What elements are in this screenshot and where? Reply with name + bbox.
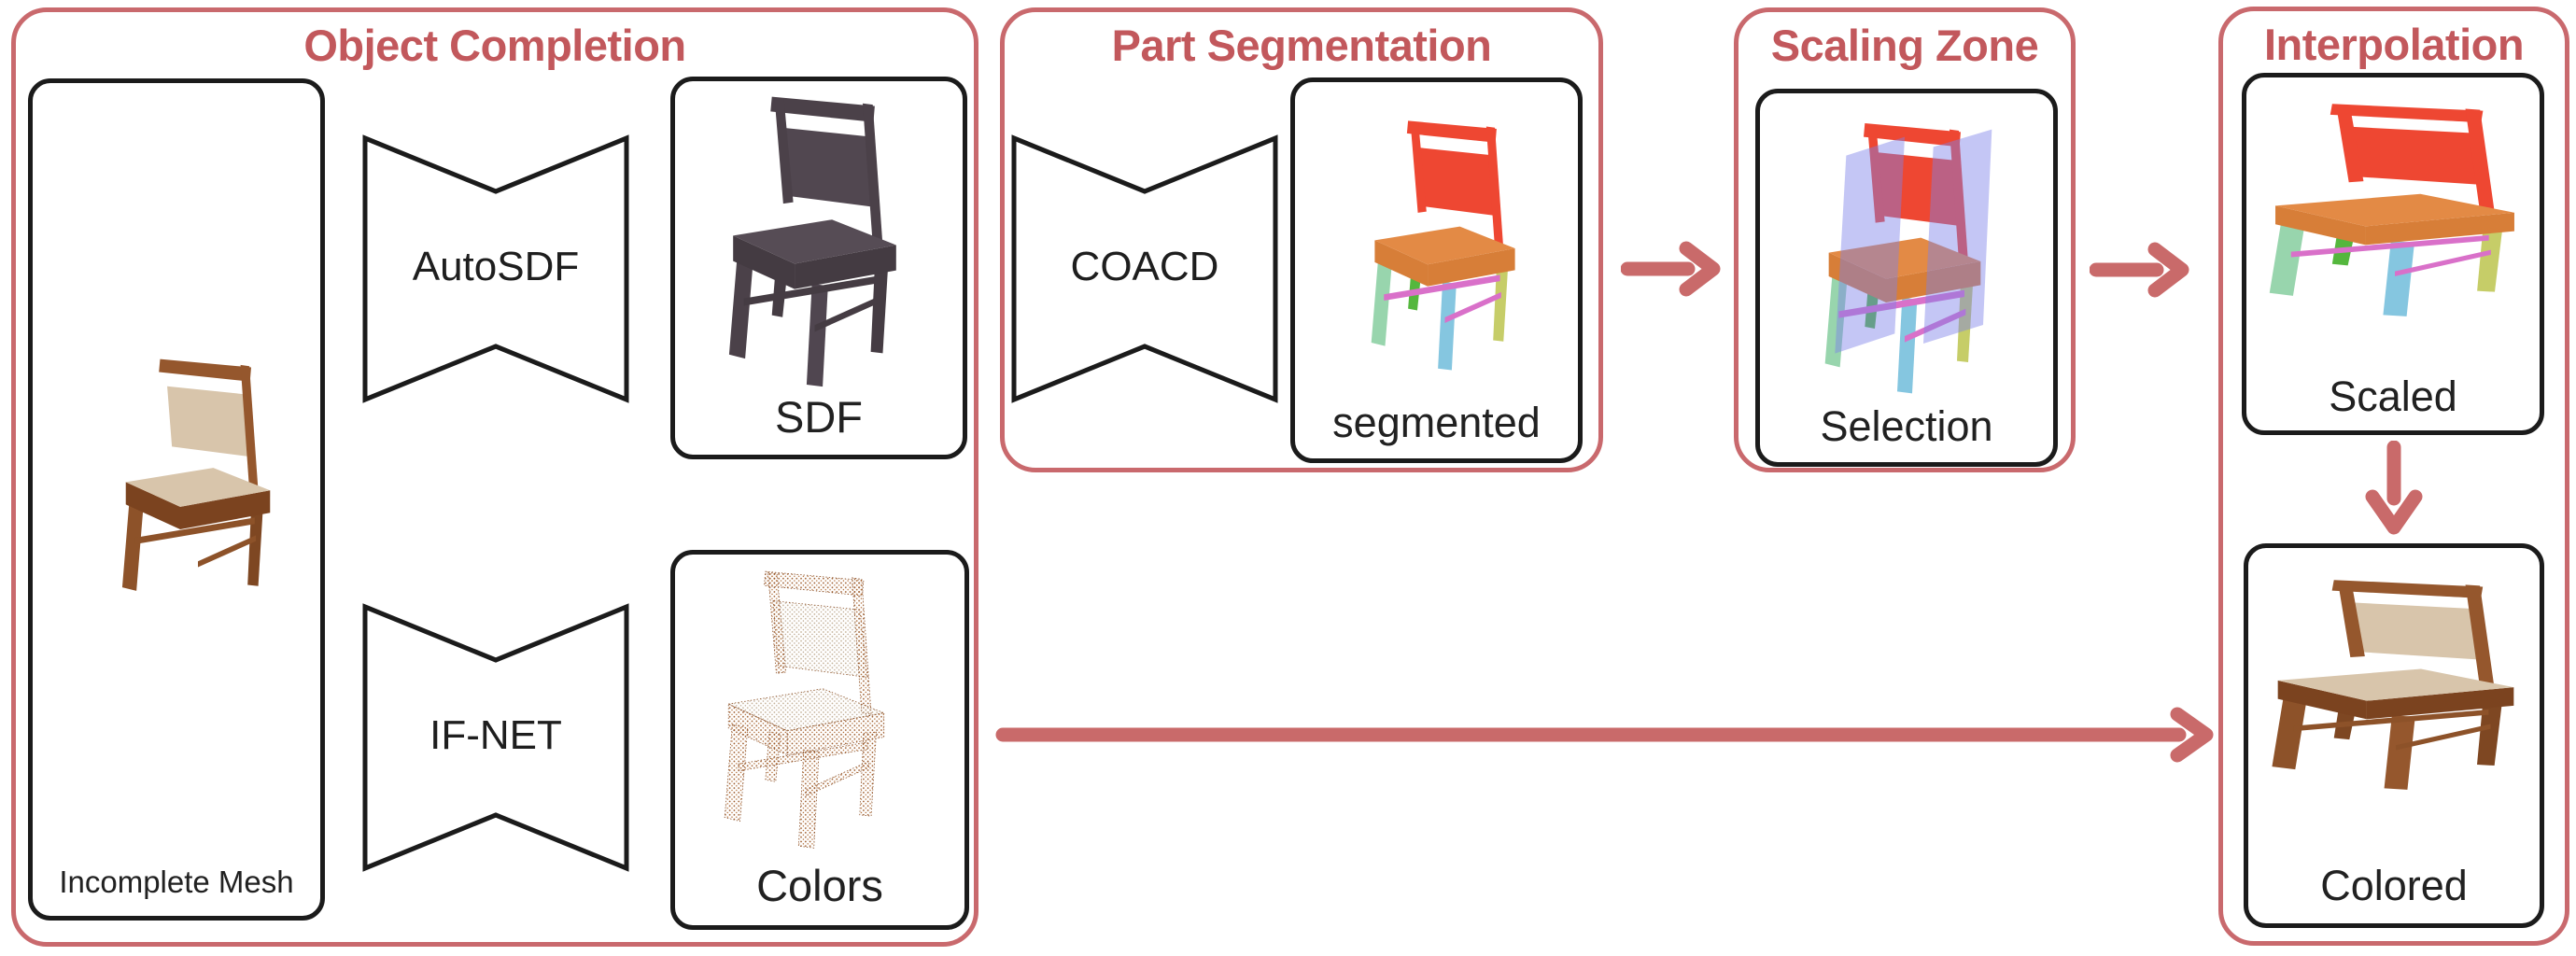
scaling-plane-left	[1835, 136, 1905, 354]
scaling-plane-right	[1923, 129, 1992, 344]
arrow-long-right-icon	[995, 707, 2214, 763]
segmented-box: segmented	[1290, 77, 1583, 463]
arrow-down-icon	[2365, 441, 2423, 535]
arrow-right-icon	[2090, 242, 2189, 298]
hourglass-shape-icon	[362, 134, 629, 403]
incomplete-mesh-chair-image	[121, 358, 271, 591]
sdf-label: SDF	[775, 392, 863, 443]
colored-box: Colored	[2244, 543, 2544, 928]
colors-label: Colors	[756, 861, 883, 911]
hourglass-shape-icon	[362, 603, 629, 872]
selection-planes-chair-image	[1824, 123, 1992, 394]
ifnet-process: IF-NET	[361, 602, 630, 873]
panel-interpolation: Interpolation Scaled Colored	[2218, 7, 2569, 946]
autosdf-process: AutoSDF	[361, 134, 630, 404]
selection-box: Selection	[1755, 89, 2058, 467]
sdf-box: SDF	[670, 77, 967, 459]
colored-bench-image	[2272, 580, 2514, 790]
colored-label: Colored	[2320, 861, 2468, 909]
scaled-box: Scaled	[2242, 73, 2544, 435]
panel-object-completion: Object Completion Incomplete Mesh AutoSD…	[11, 7, 978, 947]
segmented-label: segmented	[1332, 398, 1541, 446]
panel-scaling-zone: Scaling Zone Selection	[1734, 7, 2076, 472]
panel-part-segmentation: Part Segmentation COACD segmented	[1000, 7, 1603, 472]
panel-title-part-segmentation: Part Segmentation	[1111, 21, 1492, 70]
panel-title-scaling-zone: Scaling Zone	[1770, 21, 2039, 70]
scaled-bench-image	[2269, 104, 2514, 316]
selection-label: Selection	[1820, 401, 1993, 450]
segmented-chair-image	[1371, 120, 1515, 371]
arrow-right-icon	[1621, 241, 1721, 297]
incomplete-mesh-label: Incomplete Mesh	[59, 864, 294, 899]
color-pointcloud-chair-image	[725, 571, 884, 849]
panel-title-object-completion: Object Completion	[303, 21, 686, 70]
autosdf-label: AutoSDF	[412, 244, 580, 289]
ifnet-label: IF-NET	[429, 712, 562, 758]
panel-title-interpolation: Interpolation	[2263, 20, 2525, 69]
sdf-chair-image	[728, 96, 896, 387]
hourglass-shape-icon	[1011, 134, 1278, 403]
colors-box: Colors	[670, 550, 969, 930]
coacd-label: COACD	[1070, 244, 1219, 289]
coacd-process: COACD	[1010, 134, 1279, 404]
scaled-label: Scaled	[2329, 372, 2457, 420]
incomplete-mesh-box: Incomplete Mesh	[28, 78, 325, 921]
